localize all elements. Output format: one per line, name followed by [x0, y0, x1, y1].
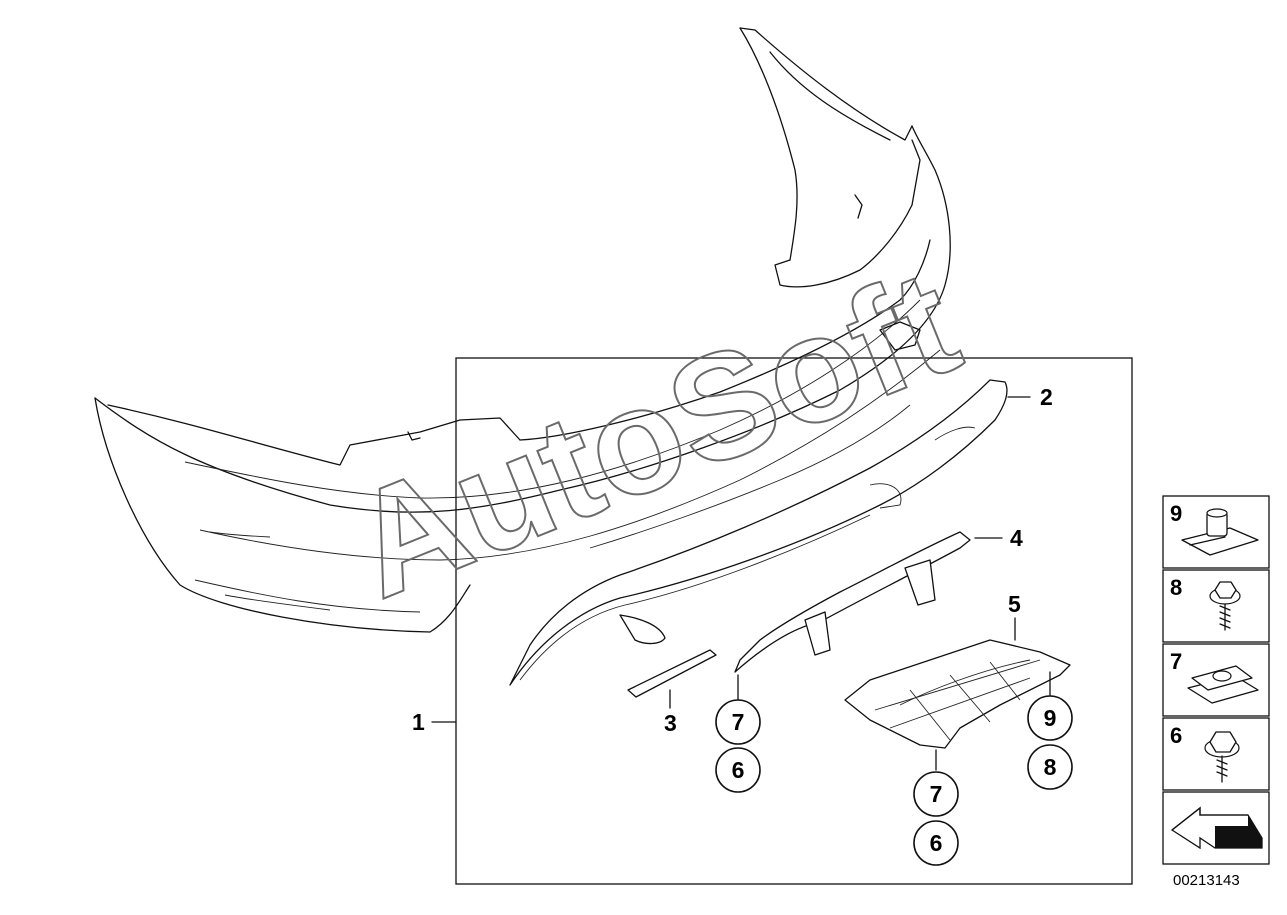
legend-item-7: 7	[1162, 643, 1270, 717]
circled-ref-7-left: 7	[715, 699, 761, 745]
callout-3: 3	[664, 710, 677, 736]
circled-ref-7-right: 7	[913, 771, 959, 817]
svg-text:8: 8	[1170, 575, 1182, 600]
legend-item-6: 6	[1162, 717, 1270, 791]
circled-ref-6-left: 6	[715, 747, 761, 793]
part-reflector-3	[627, 649, 717, 698]
legend-item-9: 9	[1162, 495, 1270, 569]
detail-frame	[455, 357, 1133, 885]
circled-ref-9: 9	[1027, 695, 1073, 741]
legend-item-8: 8	[1162, 569, 1270, 643]
rear-bumper-outline	[94, 27, 951, 633]
svg-text:7: 7	[930, 781, 943, 807]
part-underbody-panel-5	[844, 639, 1071, 749]
callout-2: 2	[1040, 384, 1053, 410]
part-bracket-4	[734, 531, 971, 673]
diagram-id: 00213143	[1173, 872, 1240, 889]
callout-4: 4	[1010, 525, 1023, 551]
svg-text:8: 8	[1044, 754, 1057, 780]
callout-5: 5	[1008, 591, 1021, 617]
svg-text:9: 9	[1044, 705, 1057, 731]
svg-text:9: 9	[1170, 501, 1182, 526]
spring-nut-icon	[1187, 665, 1259, 704]
svg-text:6: 6	[732, 757, 745, 783]
hex-screw-icon	[1204, 731, 1240, 783]
svg-text:6: 6	[930, 830, 943, 856]
circled-ref-8: 8	[1027, 744, 1073, 790]
legend-item-arrow	[1162, 791, 1270, 865]
svg-text:6: 6	[1170, 723, 1182, 748]
direction-arrow-icon	[1170, 806, 1263, 850]
screw-icon	[1209, 581, 1241, 631]
callout-1: 1	[412, 709, 425, 735]
svg-text:7: 7	[732, 709, 745, 735]
fastener-legend: 9 8 7	[1162, 495, 1270, 889]
part-diffuser-2	[509, 379, 1008, 686]
circled-ref-6-right: 6	[913, 820, 959, 866]
svg-text:7: 7	[1170, 649, 1182, 674]
clip-nut-icon	[1181, 508, 1259, 556]
